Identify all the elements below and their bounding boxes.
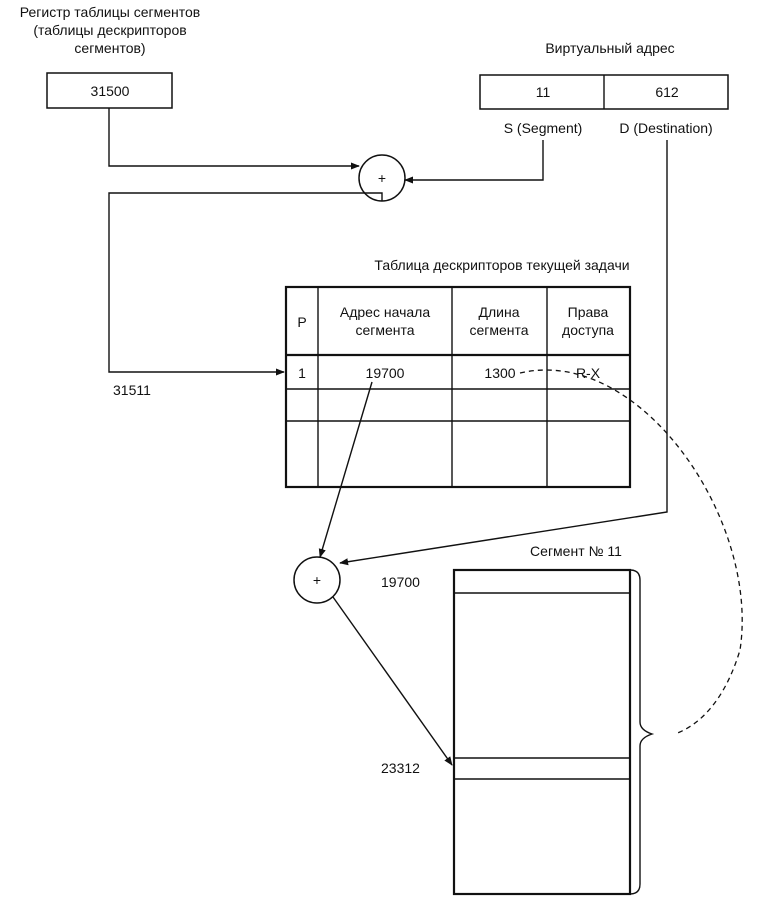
row-rights-value: R-X: [576, 365, 601, 381]
segment-field-label: S (Segment): [504, 120, 583, 136]
base-to-adder-arrow: [318, 381, 373, 558]
header-p: P: [297, 314, 306, 330]
offset-value: 612: [655, 84, 679, 100]
header-length-line2: сегмента: [469, 322, 528, 338]
offset-field-label: D (Destination): [619, 120, 712, 136]
length-relation-dashed-curve: [519, 369, 743, 735]
register-to-adder-arrow: [108, 108, 360, 170]
header-base-line1: Адрес начала: [340, 304, 430, 320]
header-rights-line1: Права: [568, 304, 609, 320]
row-base-value: 19700: [366, 365, 405, 381]
header-rights-line2: доступа: [562, 322, 614, 338]
segment-block: Сегмент № 11 19700 23312: [381, 543, 655, 896]
segment-frame: [452, 568, 632, 896]
register-label-line3: сегментов): [74, 40, 145, 56]
adder-top-symbol: +: [378, 170, 386, 186]
register-label-line2: (таблицы дескрипторов: [33, 22, 186, 38]
register-value: 31500: [91, 83, 130, 99]
virtual-address: Виртуальный адрес 11 612 S (Segment) D (…: [479, 40, 729, 136]
adder-to-physical-address-arrow: [332, 596, 453, 766]
descriptor-table-title: Таблица дескрипторов текущей задачи: [374, 257, 629, 273]
descriptor-table: Таблица дескрипторов текущей задачи P Ад…: [284, 257, 632, 489]
register-box: [46, 72, 173, 109]
segment-title: Сегмент № 11: [530, 543, 622, 559]
header-base-line2: сегмента: [355, 322, 414, 338]
descriptor-address-label: 31511: [113, 382, 151, 398]
adder-bottom-symbol: +: [313, 572, 321, 588]
segment-start-address: 19700: [381, 574, 420, 590]
descriptor-table-frame: [284, 285, 632, 489]
adder-to-descriptor-arrow: [108, 192, 383, 376]
offset-to-adder-arrow: [339, 140, 668, 566]
physical-address: 23312: [381, 760, 420, 776]
row-length-value: 1300: [484, 365, 515, 381]
header-length-line1: Длина: [479, 304, 520, 320]
segment-number-value: 11: [536, 84, 551, 100]
segment-length-brace: [629, 569, 655, 895]
virtual-address-title: Виртуальный адрес: [545, 40, 674, 56]
segment-table-register: Регистр таблицы сегментов (таблицы дескр…: [20, 4, 200, 109]
row-p-value: 1: [298, 365, 306, 381]
segment-to-adder-arrow: [404, 140, 544, 184]
adder-bottom: +: [293, 556, 341, 604]
register-label-line1: Регистр таблицы сегментов: [20, 4, 200, 20]
